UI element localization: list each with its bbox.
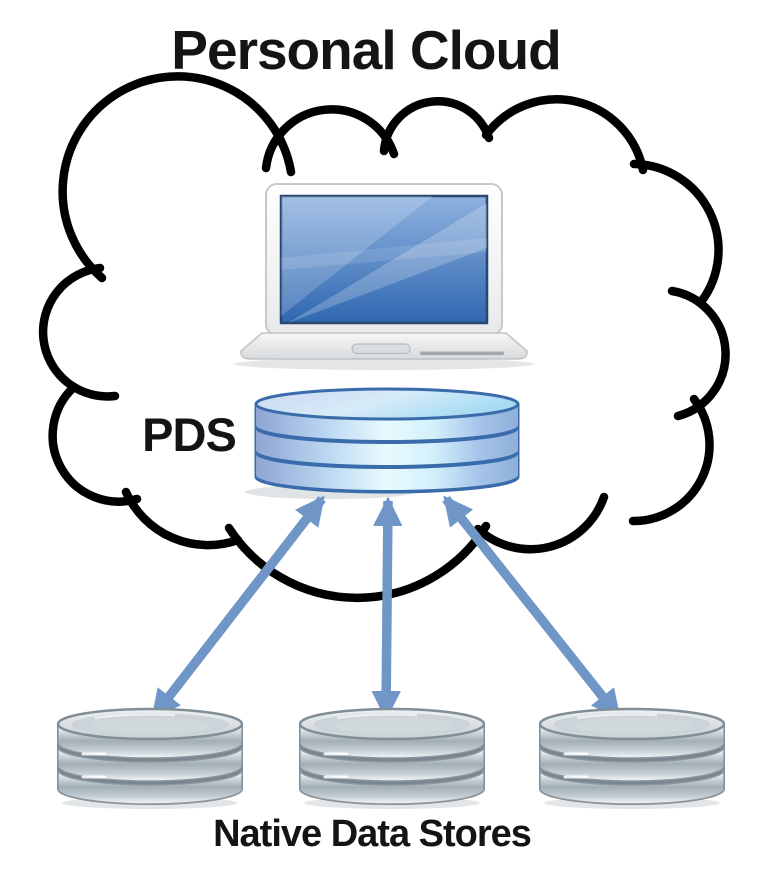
- diagram-title: Personal Cloud: [171, 19, 561, 81]
- pds-label: PDS: [142, 408, 237, 461]
- sync-arrow-left: [150, 495, 326, 720]
- native-data-stores-label: Native Data Stores: [213, 813, 532, 855]
- laptop-icon: [234, 183, 534, 370]
- native-store-icon-3: [538, 707, 726, 811]
- sync-arrow-middle: [371, 496, 403, 721]
- sync-arrow-right: [442, 495, 622, 720]
- sync-arrows: [150, 495, 622, 721]
- screen-gloss: [281, 196, 433, 316]
- native-store-icon-1: [56, 707, 244, 811]
- native-store-icon-2: [298, 707, 486, 811]
- pds-cylinder-icon: [245, 387, 520, 499]
